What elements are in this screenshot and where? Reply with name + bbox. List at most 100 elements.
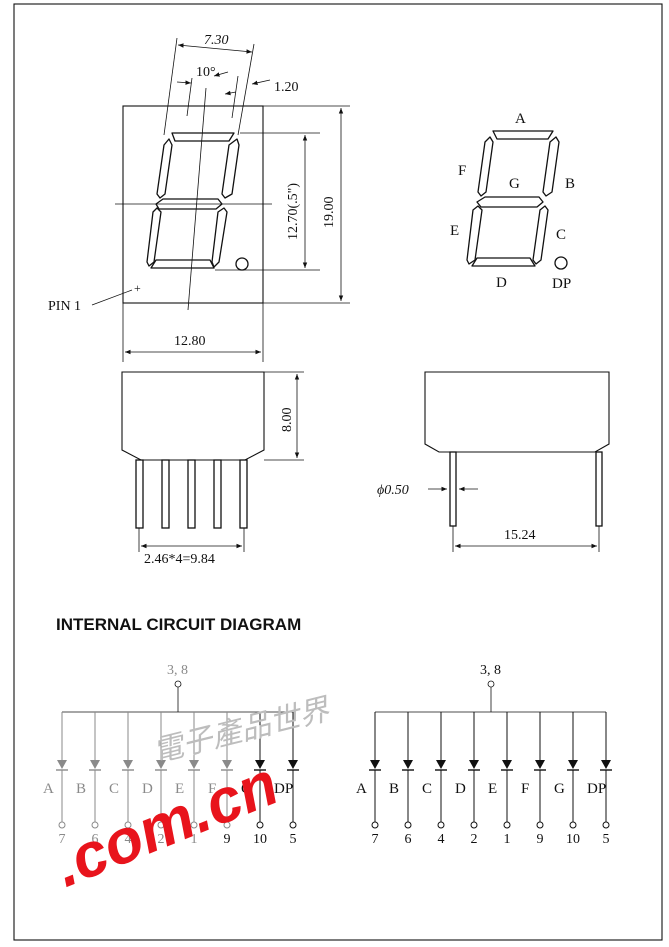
legend-label-dp: DP: [552, 276, 571, 292]
legend-segment-f: [477, 136, 494, 197]
segment-label-left-dp: DP: [274, 781, 293, 797]
segment-label-right-d: D: [455, 781, 466, 797]
pin-number-left-c: 4: [125, 832, 132, 847]
diode-triangle-left-d: [156, 760, 166, 769]
angle-ref-line: [186, 77, 193, 117]
diode-triangle-right-g: [568, 760, 578, 769]
segment-label-left-b: B: [76, 781, 86, 797]
segment-label-left-e: E: [175, 781, 184, 797]
end-pin-left: [449, 451, 457, 527]
legend-label-a: A: [515, 111, 526, 127]
diode-triangle-right-a: [370, 760, 380, 769]
pin-number-right-f: 9: [537, 832, 544, 847]
side-body-outline: [121, 371, 265, 461]
pin-terminal-left-b: [91, 821, 99, 829]
diode-triangle-left-g: [255, 760, 265, 769]
pin-terminal-right-b: [404, 821, 412, 829]
legend-segment-g: [476, 196, 544, 208]
front-digit: [146, 132, 249, 271]
circuit-title: INTERNAL CIRCUIT DIAGRAM: [56, 615, 301, 634]
legend-segment-c: [532, 205, 549, 265]
legend-label-b: B: [565, 176, 575, 192]
pin-terminal-right-c: [437, 821, 445, 829]
ext-line-120: [231, 75, 239, 119]
pin-terminal-right-d: [470, 821, 478, 829]
side-view-front: 8.00 2.46*4=9.84: [121, 371, 304, 567]
side-pin-1: [135, 459, 144, 529]
diode-triangle-right-d: [469, 760, 479, 769]
front-segment-a: [171, 132, 235, 142]
segment-label-left-d: D: [142, 781, 153, 797]
dim-800-label: 8.00: [280, 408, 295, 433]
diode-triangle-right-dp: [601, 760, 611, 769]
front-segment-d: [150, 259, 215, 269]
dim-1524-label: 15.24: [504, 528, 536, 543]
pin-terminal-right-g: [569, 821, 577, 829]
pin-terminal-left-f: [223, 821, 231, 829]
dim-1280-label: 12.80: [174, 334, 206, 349]
legend-segment-d: [471, 257, 536, 267]
pin-terminal-right-f: [536, 821, 544, 829]
angle-arrow-left: [176, 80, 192, 85]
center-line-slant: [187, 87, 207, 311]
pin1-cross-mark: +: [134, 281, 141, 295]
dim-1270-label: 12.70(.5"): [286, 183, 301, 240]
pin-number-right-g: 10: [566, 832, 580, 847]
front-segment-e: [146, 207, 162, 267]
pin1-label: PIN 1: [48, 299, 81, 314]
side-pins: [135, 459, 248, 529]
pin-terminal-left-d: [157, 821, 165, 829]
watermark-domain-text: .com.cn: [45, 749, 288, 901]
pin1-leader: [91, 289, 133, 306]
dim-120-label: 1.20: [274, 80, 299, 95]
pin-terminal-left-dp: [289, 821, 297, 829]
legend-label-d: D: [496, 275, 507, 291]
pin-terminal-left-e: [190, 821, 198, 829]
pin-number-left-d: 2: [158, 832, 165, 847]
legend-label-c: C: [556, 227, 566, 243]
pin-number-left-e: 1: [191, 832, 198, 847]
pin-number-left-f: 9: [224, 832, 231, 847]
segment-label-right-f: F: [521, 781, 529, 797]
circuit-right-common-terminal: [487, 680, 495, 688]
dim-1900-label: 19.00: [322, 197, 337, 229]
legend-label-g: G: [509, 176, 520, 192]
side-pin-4: [213, 459, 222, 529]
dim-730-label: 7.30: [204, 33, 229, 48]
circuit-left-common-label: 3, 8: [167, 663, 188, 678]
diode-triangle-left-b: [90, 760, 100, 769]
side-pin-5: [239, 459, 248, 529]
pin-number-right-e: 1: [504, 832, 511, 847]
segment-label-right-a: A: [356, 781, 367, 797]
pin-number-right-a: 7: [372, 832, 379, 847]
legend-segment-a: [492, 130, 554, 140]
diode-triangle-right-c: [436, 760, 446, 769]
front-segment-c: [211, 207, 228, 268]
end-body-outline: [424, 371, 610, 453]
pin-number-left-b: 6: [92, 832, 99, 847]
front-view: 7.30 10° 1.20 12.70(.5") 19.00 + PIN 1 1…: [48, 33, 350, 362]
segment-legend: A B C D E F G DP: [450, 111, 575, 292]
segment-label-right-dp: DP: [587, 781, 606, 797]
end-pin-right: [595, 451, 603, 527]
diode-triangle-left-e: [189, 760, 199, 769]
diode-triangle-left-f: [222, 760, 232, 769]
diode-triangle-left-dp: [288, 760, 298, 769]
segment-label-right-e: E: [488, 781, 497, 797]
front-segment-f: [156, 138, 173, 199]
display-body-outline: [122, 105, 264, 304]
dim-984-label: 2.46*4=9.84: [144, 552, 215, 567]
pin-number-right-dp: 5: [603, 832, 610, 847]
pin-number-left-dp: 5: [290, 832, 297, 847]
ext-line-730-right: [237, 43, 255, 136]
legend-segment-b: [542, 136, 560, 197]
legend-decimal-point: [554, 256, 568, 270]
segment-label-left-a: A: [43, 781, 54, 797]
circuit-left-common-terminal: [174, 680, 182, 688]
dim-line-730: [177, 43, 253, 54]
segment-label-right-b: B: [389, 781, 399, 797]
